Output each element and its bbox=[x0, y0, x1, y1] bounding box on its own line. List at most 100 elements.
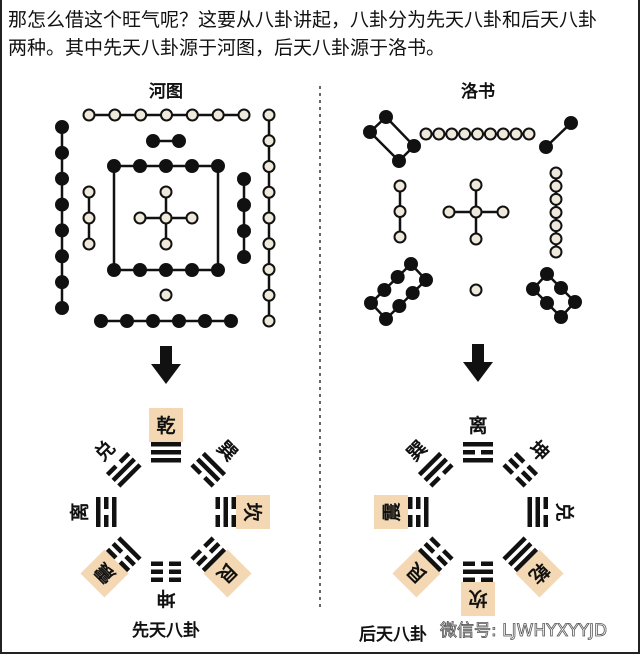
yin-line bbox=[423, 542, 448, 567]
white-dot bbox=[134, 108, 148, 122]
trigram-top-left: 兑 bbox=[90, 436, 142, 488]
white-dot bbox=[237, 108, 251, 122]
trigram-label: 坎 bbox=[241, 502, 264, 521]
yin-line bbox=[231, 497, 236, 527]
black-dot bbox=[211, 159, 225, 173]
yin-line bbox=[196, 542, 221, 567]
yang-line bbox=[201, 547, 227, 573]
black-dot bbox=[554, 281, 568, 295]
white-dot bbox=[469, 283, 483, 297]
yang-line bbox=[502, 536, 527, 561]
black-dot bbox=[419, 273, 433, 287]
trigram-label: 坎 bbox=[468, 587, 487, 610]
yang-line bbox=[223, 497, 228, 527]
connector-line bbox=[370, 263, 412, 304]
black-dot bbox=[554, 310, 568, 324]
yang-line bbox=[151, 450, 181, 455]
white-dot bbox=[549, 232, 563, 246]
black-dot bbox=[392, 299, 407, 313]
black-dot bbox=[564, 116, 578, 130]
highlight-box bbox=[461, 582, 495, 616]
trigram-right: 兑 bbox=[527, 497, 576, 527]
white-dot bbox=[185, 108, 199, 122]
yang-line bbox=[196, 457, 221, 482]
yang-line bbox=[417, 547, 443, 573]
white-dot bbox=[469, 178, 483, 192]
yin-line bbox=[513, 451, 539, 477]
yin-line bbox=[190, 536, 215, 561]
white-dot bbox=[549, 219, 563, 233]
white-dot bbox=[471, 127, 484, 141]
black-dot bbox=[55, 223, 69, 238]
yang-line bbox=[513, 547, 539, 573]
black-dot bbox=[159, 263, 173, 277]
yin-line bbox=[429, 463, 454, 488]
trigram-bottom-left: 震 bbox=[80, 536, 142, 598]
trigram-label: 离 bbox=[68, 502, 91, 521]
white-dot bbox=[419, 127, 433, 141]
white-dot bbox=[159, 288, 173, 302]
trigram-left: 震 bbox=[374, 495, 429, 529]
yin-line bbox=[429, 536, 454, 561]
trigram-label: 兑 bbox=[90, 436, 120, 466]
yang-line bbox=[424, 497, 429, 527]
white-dot bbox=[262, 108, 276, 122]
black-dot bbox=[405, 286, 420, 300]
trigram-label: 离 bbox=[468, 414, 487, 437]
trigram-label: 巽 bbox=[212, 437, 241, 466]
white-dot bbox=[108, 108, 122, 122]
white-dot bbox=[442, 205, 456, 219]
white-dot bbox=[496, 205, 510, 219]
white-dot bbox=[262, 134, 276, 148]
yang-line bbox=[423, 457, 448, 482]
white-dot bbox=[159, 237, 173, 251]
yang-line bbox=[417, 451, 443, 477]
trigram-label: 震 bbox=[381, 502, 403, 522]
white-dot bbox=[432, 127, 446, 141]
trigram-label: 坤 bbox=[524, 436, 554, 466]
white-dot bbox=[159, 211, 173, 225]
white-dot bbox=[393, 205, 407, 218]
yang-line bbox=[117, 536, 142, 561]
yin-line bbox=[104, 497, 109, 527]
black-dot bbox=[526, 282, 540, 296]
trigram-label: 乾 bbox=[156, 414, 175, 437]
yin-line bbox=[508, 457, 533, 482]
black-dot bbox=[120, 314, 134, 328]
white-dot bbox=[549, 206, 563, 219]
white-dot bbox=[82, 237, 96, 251]
white-dot bbox=[262, 237, 276, 251]
white-dot bbox=[458, 127, 472, 141]
intro-line-1: 那怎么借这个旺气呢？这要从八卦讲起，八卦分为先天八卦和后天八卦 bbox=[8, 9, 598, 31]
yang-line bbox=[527, 497, 532, 527]
hetu-title: 河图 bbox=[149, 82, 183, 102]
trigram-top: 离 bbox=[463, 414, 493, 463]
trigram-label: 巽 bbox=[403, 437, 432, 466]
black-dot bbox=[568, 295, 582, 309]
black-dot bbox=[185, 159, 199, 173]
black-dot bbox=[172, 134, 186, 148]
yin-line bbox=[463, 561, 493, 566]
white-dot bbox=[393, 230, 407, 244]
luoshu-title: 洛书 bbox=[461, 81, 495, 102]
white-dot bbox=[262, 263, 276, 276]
black-dot bbox=[540, 267, 554, 281]
black-dot bbox=[55, 275, 69, 290]
xiantian-title: 先天八卦 bbox=[132, 620, 200, 641]
yang-line bbox=[201, 451, 227, 477]
black-dot bbox=[392, 154, 406, 168]
white-dot bbox=[393, 179, 407, 193]
white-dot bbox=[133, 211, 147, 225]
yin-line bbox=[408, 497, 413, 527]
white-dot bbox=[82, 211, 96, 225]
black-dot bbox=[224, 314, 238, 328]
white-dot bbox=[159, 185, 173, 199]
white-dot bbox=[262, 211, 276, 225]
yin-line bbox=[416, 497, 421, 527]
yang-line bbox=[535, 497, 540, 527]
white-dot bbox=[522, 127, 536, 141]
intro-text: 那怎么借这个旺气呢？这要从八卦讲起，八卦分为先天八卦和后天八卦 两种。其中先天八… bbox=[8, 6, 633, 62]
white-dot bbox=[262, 185, 276, 199]
yang-line bbox=[508, 542, 533, 567]
